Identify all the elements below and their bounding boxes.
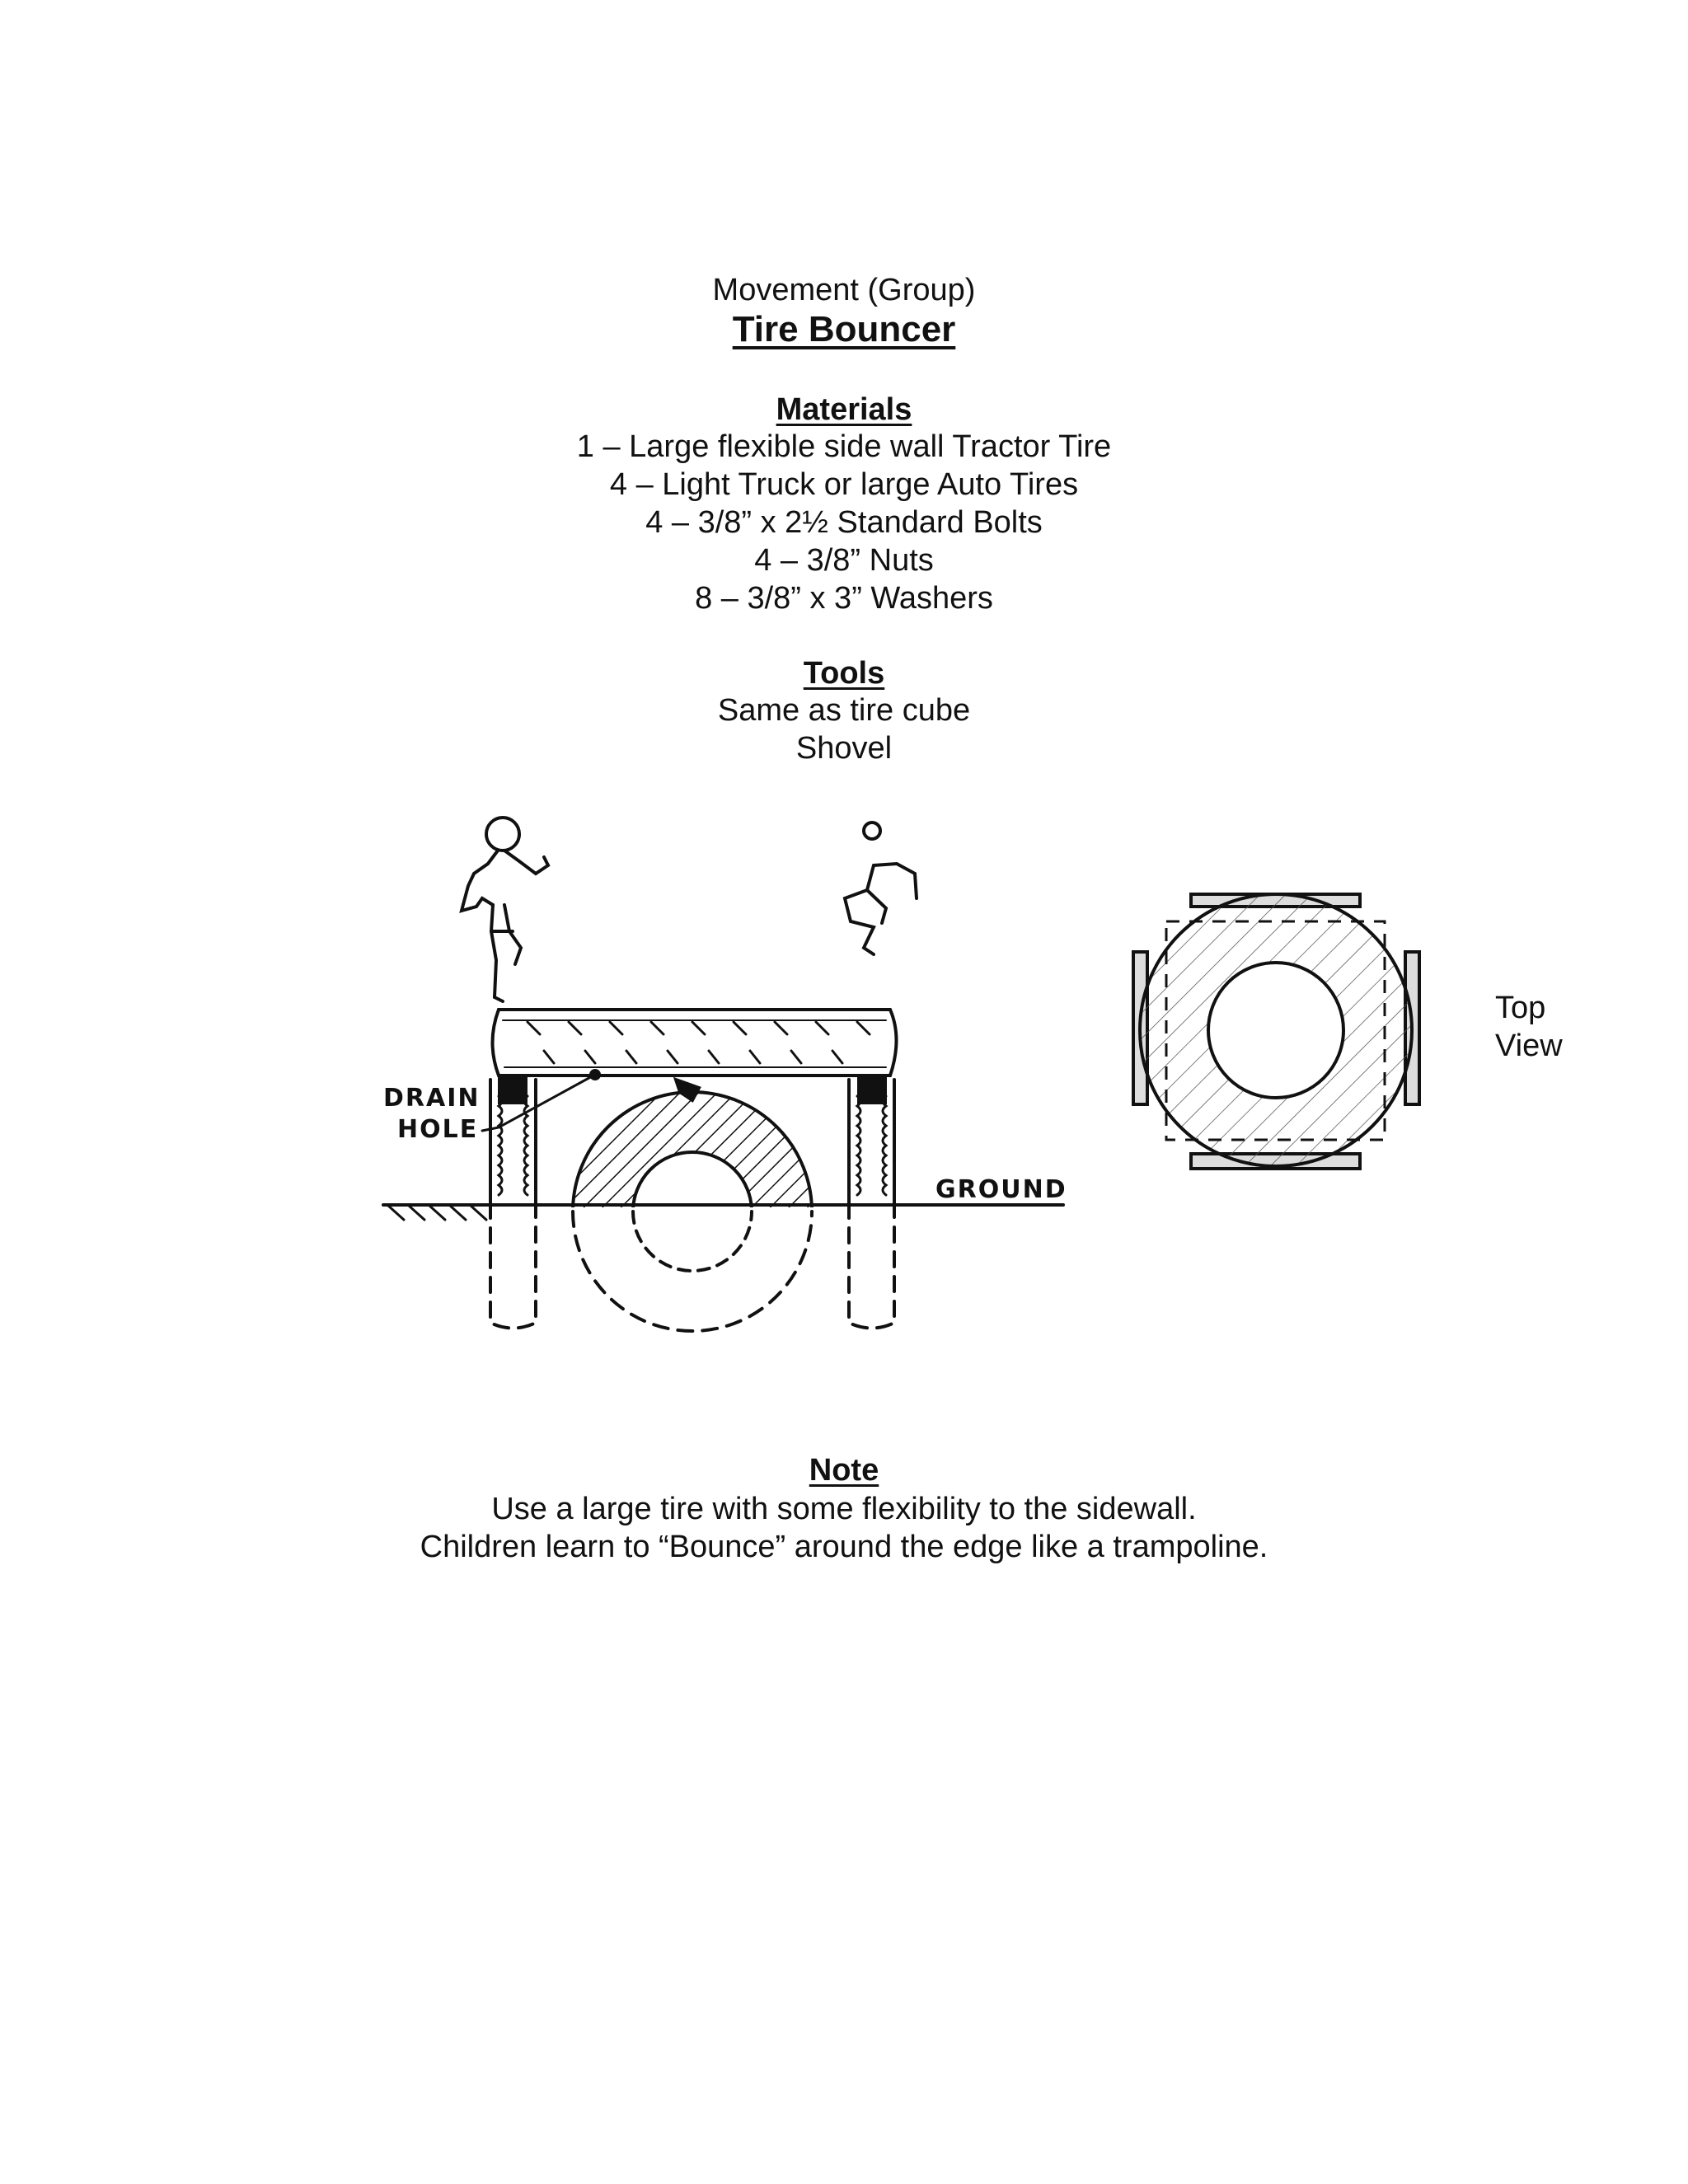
tools-list: Same as tire cube Shovel bbox=[0, 691, 1688, 767]
note-heading: Note bbox=[809, 1453, 879, 1488]
materials-item: 4 – 3/8” Nuts bbox=[754, 543, 934, 578]
center-auto-tire bbox=[571, 1076, 814, 1333]
top-view-label-line: View bbox=[1495, 1029, 1563, 1063]
jumping-child-figure bbox=[842, 821, 918, 956]
materials-list: 1 – Large flexible side wall Tractor Tir… bbox=[0, 428, 1688, 617]
tractor-tire-side bbox=[490, 1008, 898, 1077]
page-title: Tire Bouncer bbox=[732, 309, 956, 349]
tools-item: Shovel bbox=[795, 731, 893, 766]
tools-item: Same as tire cube bbox=[717, 693, 971, 728]
category-label: Movement (Group) bbox=[712, 273, 976, 307]
right-post-tire bbox=[847, 1076, 896, 1330]
left-post-tire bbox=[489, 1076, 537, 1330]
top-view-label: Top View bbox=[1495, 989, 1563, 1065]
top-view-tire-hole bbox=[1207, 961, 1345, 1099]
standing-child-figure bbox=[459, 816, 551, 1003]
top-view-label-line: Top bbox=[1495, 991, 1546, 1025]
drain-hole-leader bbox=[481, 1074, 595, 1132]
materials-item: 4 – 3/8” x 2½ Standard Bolts bbox=[645, 505, 1043, 540]
materials-heading: Materials bbox=[776, 392, 912, 427]
materials-item: 4 – Light Truck or large Auto Tires bbox=[609, 467, 1079, 502]
ground-label: GROUND bbox=[935, 1175, 1067, 1204]
note-line: Use a large tire with some flexibility t… bbox=[491, 1492, 1197, 1526]
note-text: Use a large tire with some flexibility t… bbox=[0, 1490, 1688, 1566]
side-view bbox=[382, 816, 1065, 1333]
note-line: Children learn to “Bounce” around the ed… bbox=[420, 1530, 1268, 1564]
tools-heading: Tools bbox=[803, 656, 885, 691]
ground-line bbox=[382, 1203, 1065, 1221]
top-view-hidden-tires bbox=[1165, 920, 1386, 1141]
top-view bbox=[1132, 893, 1421, 1170]
materials-item: 8 – 3/8” x 3” Washers bbox=[695, 581, 993, 616]
drain-hole-label-line2: HOLE bbox=[397, 1115, 478, 1144]
drain-hole-label-line1: DRAIN bbox=[383, 1084, 481, 1113]
materials-item: 1 – Large flexible side wall Tractor Tir… bbox=[576, 429, 1112, 464]
